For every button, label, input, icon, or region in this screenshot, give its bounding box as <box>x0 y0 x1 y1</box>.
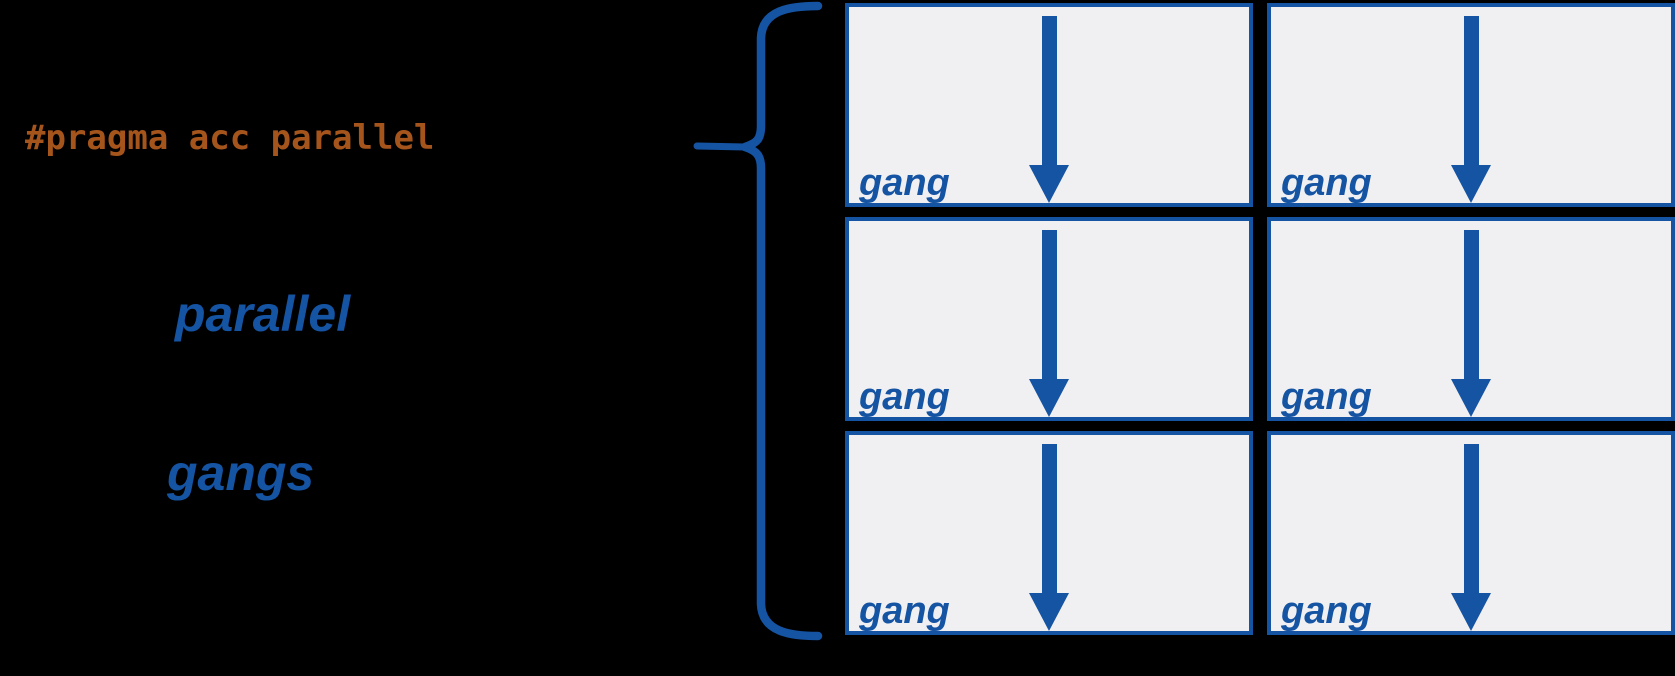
arrow-shaft <box>1463 444 1479 593</box>
arrow-head <box>1451 165 1491 203</box>
gang-box: gang <box>1267 3 1675 207</box>
arrow-head <box>1451 593 1491 631</box>
keyword-gangs: gangs <box>167 445 315 501</box>
gang-label: gang <box>1281 590 1372 632</box>
gang-box: gang <box>1267 217 1675 421</box>
arrow-shaft <box>1041 444 1057 593</box>
gang-box: gang <box>845 3 1253 207</box>
arrow-shaft <box>1041 230 1057 379</box>
down-arrow-icon <box>1029 444 1069 631</box>
gang-label: gang <box>1281 376 1372 418</box>
curly-brace-path <box>740 1 823 641</box>
arrow-head <box>1451 379 1491 417</box>
pointer-line <box>693 142 749 151</box>
down-arrow-icon <box>1029 16 1069 203</box>
gang-label: gang <box>1281 162 1372 204</box>
gang-box: gang <box>1267 431 1675 635</box>
arrow-shaft <box>1041 16 1057 165</box>
down-arrow-icon <box>1029 230 1069 417</box>
arrow-shaft <box>1463 230 1479 379</box>
gang-grid: gang gang gang gang <box>845 3 1675 635</box>
gang-label: gang <box>859 590 950 632</box>
arrow-head <box>1029 593 1069 631</box>
down-arrow-icon <box>1451 230 1491 417</box>
down-arrow-icon <box>1451 16 1491 203</box>
gang-label: gang <box>859 162 950 204</box>
arrow-shaft <box>1463 16 1479 165</box>
arrow-head <box>1029 379 1069 417</box>
pragma-directive-label: #pragma acc parallel <box>25 118 435 158</box>
gang-box: gang <box>845 431 1253 635</box>
gang-box: gang <box>845 217 1253 421</box>
down-arrow-icon <box>1451 444 1491 631</box>
gang-label: gang <box>859 376 950 418</box>
keyword-parallel: parallel <box>175 286 351 342</box>
arrow-head <box>1029 165 1069 203</box>
